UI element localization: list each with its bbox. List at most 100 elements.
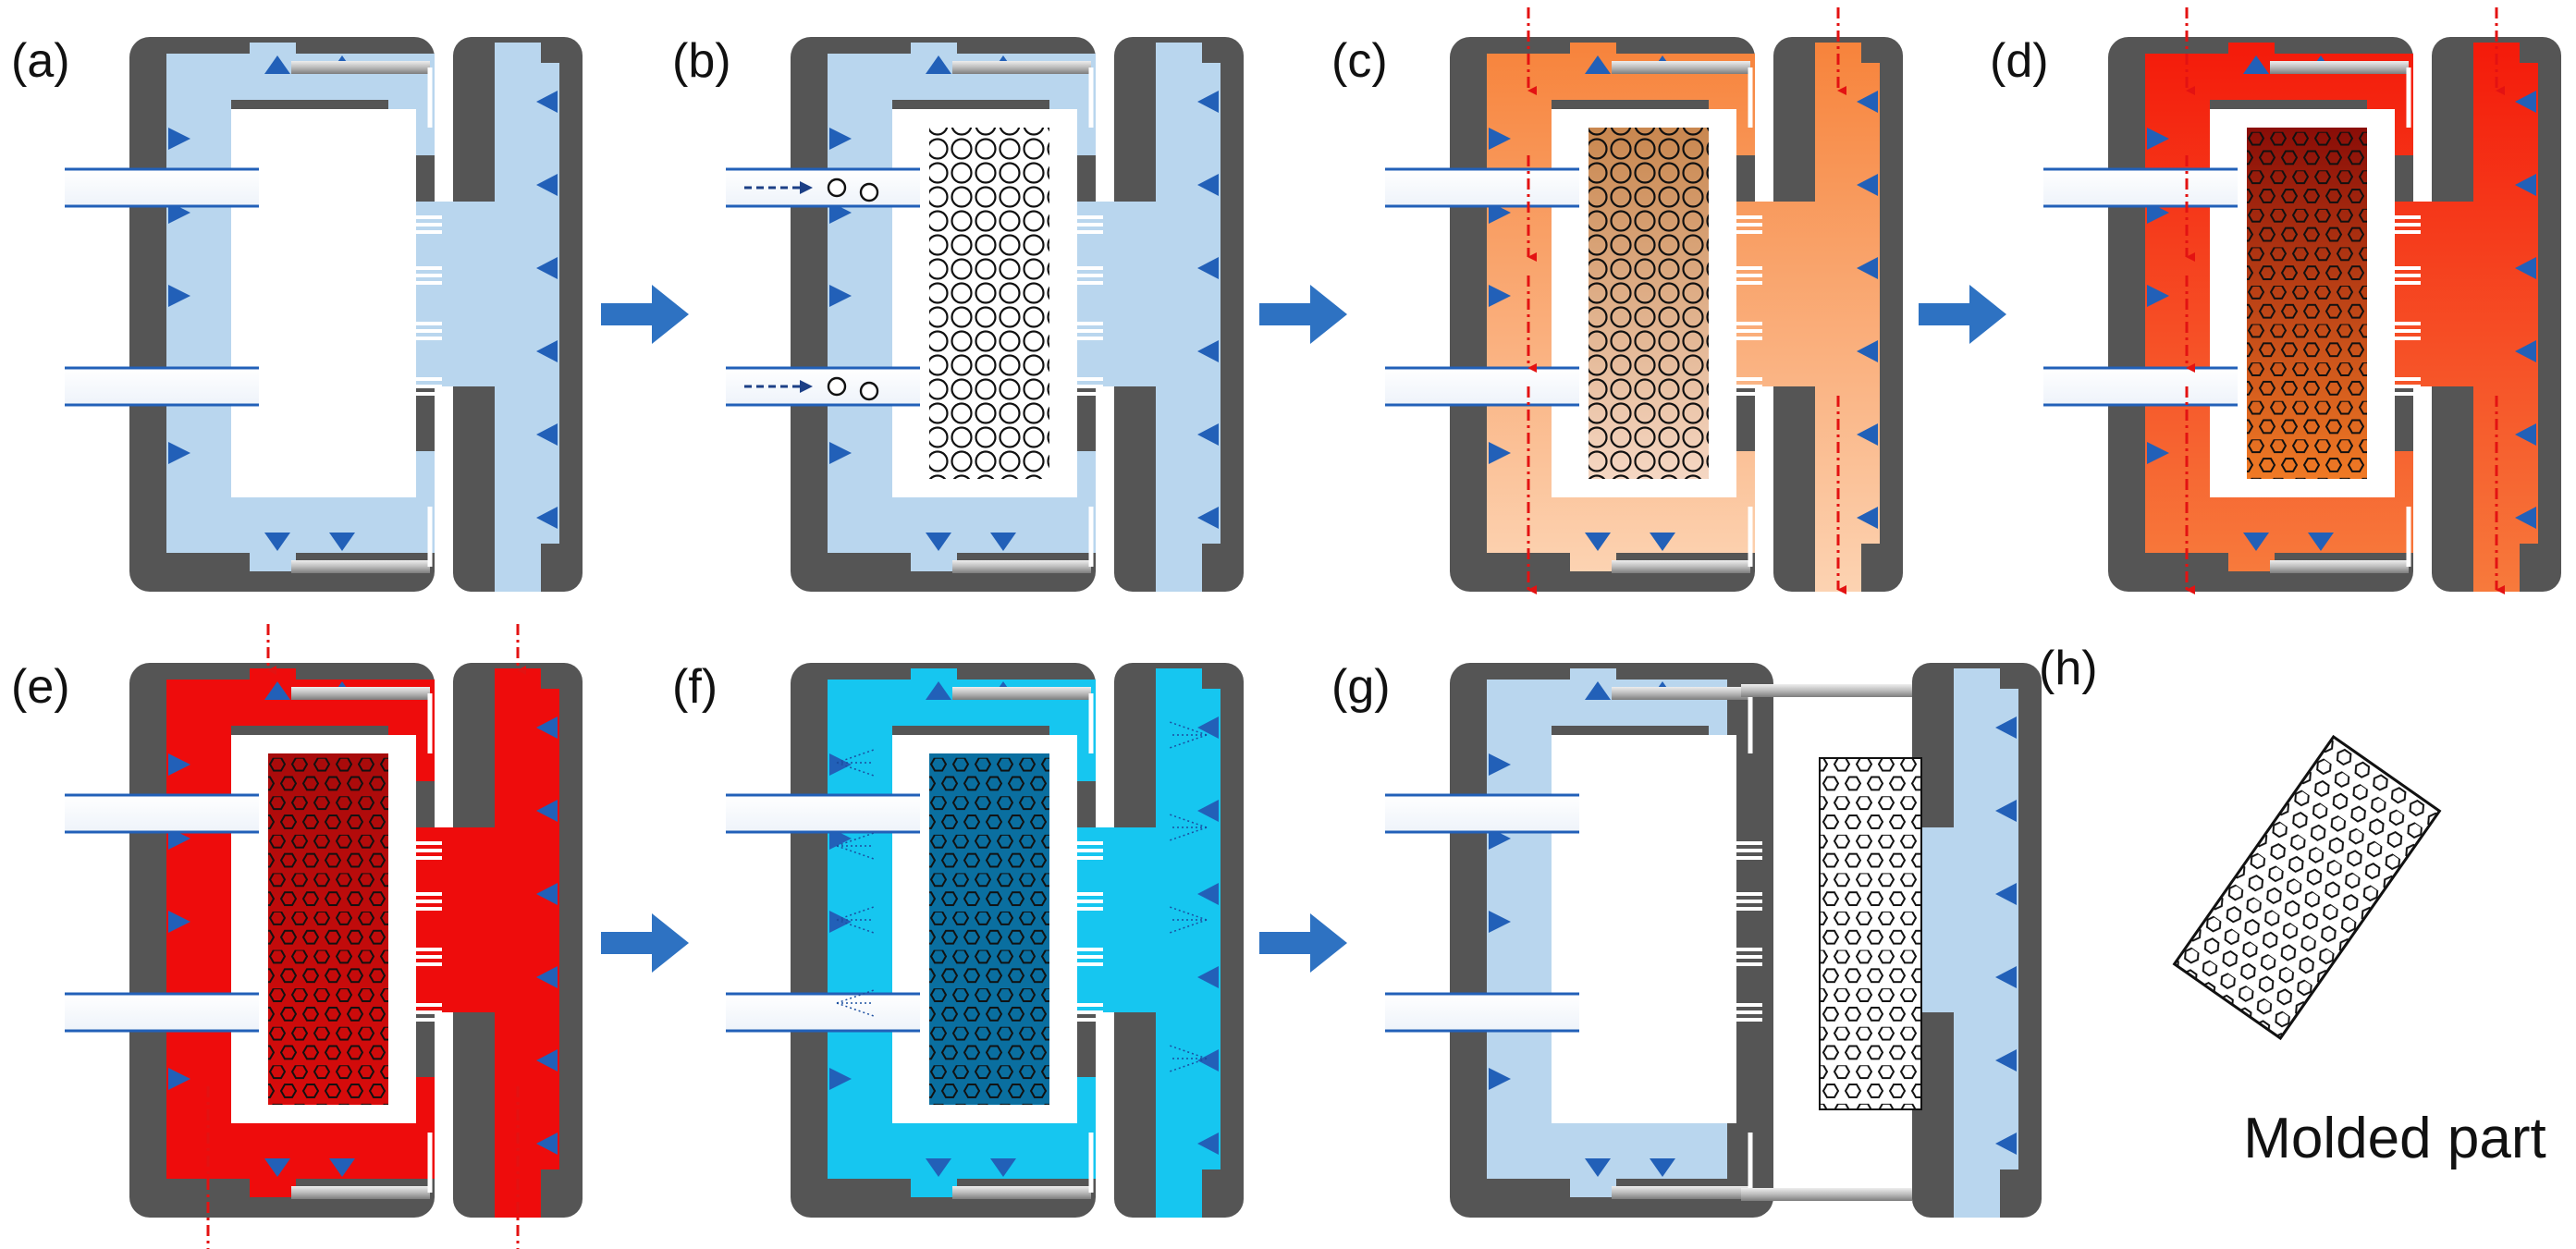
vent-slot (2393, 274, 2421, 277)
vent-slot (1735, 322, 1762, 325)
bead-bed (1589, 128, 1709, 479)
nozzle-icon (1197, 800, 1219, 822)
ejector-pin (2270, 560, 2409, 573)
nozzle-icon (1197, 340, 1219, 362)
nozzle-icon (1197, 91, 1219, 113)
nozzle-icon (1197, 174, 1219, 196)
vent-slot (414, 230, 442, 234)
vent-slot (1075, 385, 1103, 388)
vent-slot (1735, 266, 1762, 270)
vent-slot (2212, 215, 2234, 219)
vent-slot (2393, 392, 2421, 396)
mold-panel: (g) (1331, 660, 2042, 1218)
ejector-pin (291, 687, 430, 700)
bead (859, 182, 879, 202)
steam-tube (1385, 169, 1579, 206)
nozzle-icon (2515, 91, 2536, 113)
vent-slot (1553, 900, 1576, 903)
nozzle-icon (1489, 442, 1511, 464)
foam-core (268, 753, 388, 1105)
cooling-line (836, 989, 875, 1004)
nozzle-icon (1857, 507, 1878, 529)
nozzle-icon (990, 1158, 1016, 1177)
steam-tube (726, 994, 920, 1031)
mold-panel: (e) (11, 624, 583, 1249)
cooling-line (836, 919, 875, 934)
vent-slot (894, 841, 916, 845)
guide-rod (1741, 684, 1912, 697)
vent-slot (414, 849, 442, 852)
ejector-pin (952, 1186, 1091, 1199)
vent-slot (233, 281, 255, 285)
vent-slot (233, 900, 255, 903)
nozzle-icon (329, 1158, 355, 1177)
nozzle-icon (536, 883, 558, 905)
nozzle-icon (168, 753, 190, 776)
vent-slot (894, 907, 916, 911)
process-arrow-icon (1259, 285, 1347, 344)
vent-slot (1553, 266, 1576, 270)
vent-slot (414, 215, 442, 219)
vent-slot (1735, 329, 1762, 333)
vent-slot (414, 892, 442, 896)
steam-tube (726, 368, 920, 405)
nozzle-icon (536, 966, 558, 988)
vent-slot (2212, 281, 2234, 285)
mold-cavity-left (166, 668, 435, 1197)
core-cavity (1552, 735, 1736, 1123)
vent-slot (894, 281, 916, 285)
nozzle-icon (536, 507, 558, 529)
nozzle-icon (2308, 533, 2334, 551)
vent-slot (1735, 1018, 1762, 1022)
vent-slot (894, 900, 916, 903)
nozzle-icon (168, 128, 190, 150)
vent-slot (312, 422, 317, 446)
vent-slot (894, 849, 916, 852)
vent-slot (1075, 337, 1103, 340)
nozzle-icon (1197, 1049, 1219, 1071)
nozzle-icon (536, 423, 558, 446)
vent-slot (1735, 223, 1762, 227)
mold-panel: (c) (1331, 7, 1903, 594)
panel-label: (g) (1331, 660, 1391, 714)
vent-slot (1075, 392, 1103, 396)
nozzle-icon (168, 442, 190, 464)
vent-slot (2212, 266, 2234, 270)
cooling-line (836, 1002, 875, 1017)
cooling-line (836, 845, 875, 860)
vent-slot (1075, 856, 1103, 860)
panel-label: (b) (672, 34, 731, 88)
panel-label: (e) (11, 660, 70, 714)
vent-slot (1553, 230, 1576, 234)
vent-slot (894, 955, 916, 959)
vent-slot (1075, 955, 1103, 959)
mold-cavity-right (1077, 43, 1221, 592)
foam-core (929, 753, 1049, 1105)
steam-tube (65, 368, 259, 405)
vent-slot (414, 962, 442, 966)
vent-slot (299, 160, 304, 184)
vent-slot (1735, 274, 1762, 277)
vent-slot (1553, 955, 1576, 959)
ejector-pin (952, 61, 1091, 74)
nozzle-icon (829, 442, 852, 464)
panel-label: (h) (2039, 642, 2098, 695)
mold-panel: (a) (11, 34, 583, 592)
nozzle-icon (536, 716, 558, 739)
vent-slot (414, 329, 442, 333)
vent-slot (325, 160, 330, 184)
vent-slot (894, 856, 916, 860)
ejector-pin (1612, 687, 1750, 700)
bead (827, 178, 847, 198)
nozzle-icon (536, 340, 558, 362)
panel-label: (f) (672, 660, 718, 714)
vent-slot (1075, 900, 1103, 903)
nozzle-icon (2147, 128, 2169, 150)
vent-slot (233, 337, 255, 340)
vent-slot (894, 337, 916, 340)
vent-slot (233, 892, 255, 896)
vent-slot (2393, 385, 2421, 388)
steam-tube (65, 795, 259, 832)
vent-slot (299, 422, 304, 446)
